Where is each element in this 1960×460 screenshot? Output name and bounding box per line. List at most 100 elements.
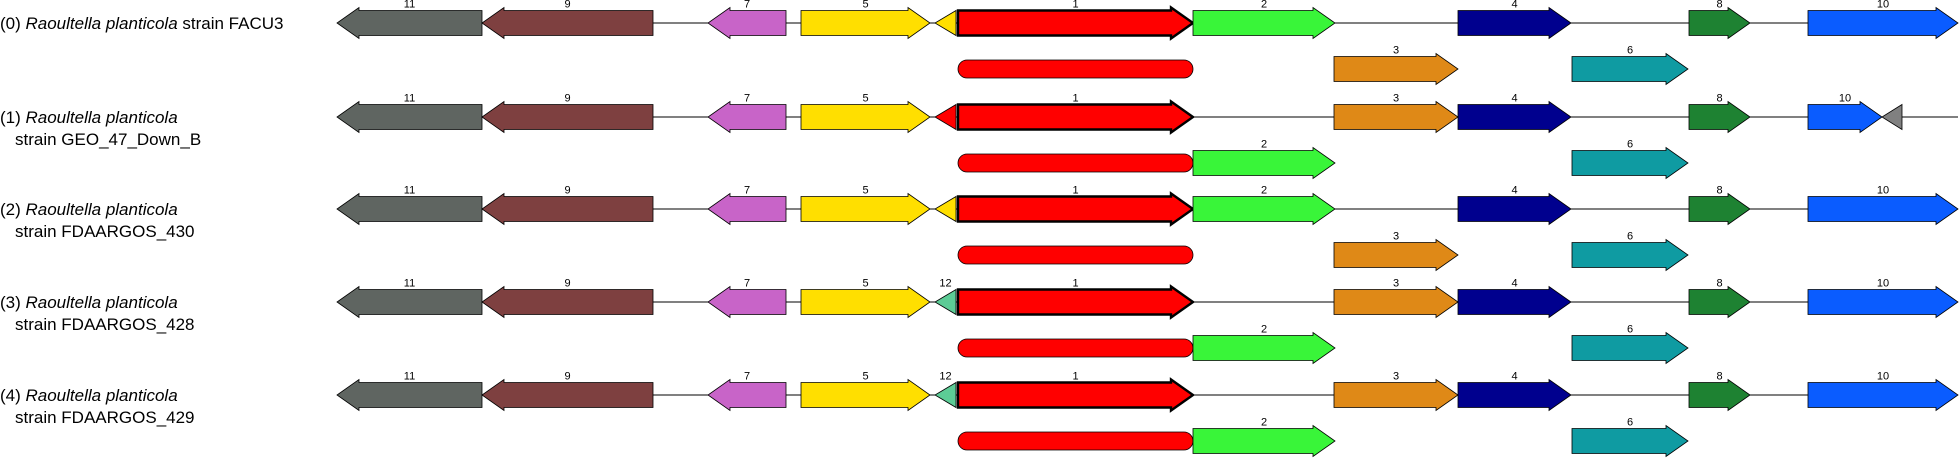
strain-name: strain GEO_47_Down_B (15, 130, 201, 149)
gene-number-label: 1 (1072, 93, 1078, 105)
gene-arrow (956, 284, 1196, 320)
gene-number-label: 4 (1511, 371, 1517, 383)
gene-arrow (956, 191, 1196, 227)
gene-number-label: 5 (862, 371, 868, 383)
gene-track: (0) Raoultella planticola strain FACU311… (0, 0, 1959, 86)
gene-arrow (1688, 6, 1751, 40)
gene-number-label: 9 (564, 371, 570, 383)
gene-arrow (1688, 192, 1751, 226)
gene-arrow (956, 377, 1196, 413)
gene-number-label: 2 (1261, 417, 1267, 429)
gene-arrow (1571, 331, 1689, 365)
track-index: (1) (0, 108, 26, 127)
gene-number-label: 12 (939, 371, 951, 383)
strain-name: strain FDAARGOS_428 (15, 315, 195, 334)
gene-arrow (481, 192, 654, 226)
gene-number-label: 8 (1716, 185, 1722, 197)
gene-arrow (956, 5, 1196, 41)
gene-number-label: 2 (1261, 139, 1267, 151)
gene-arrow (1807, 100, 1883, 134)
gene-arrow (707, 100, 787, 134)
gene-number-label: 11 (404, 185, 415, 197)
strain-name: strain FDAARGOS_429 (15, 408, 195, 427)
gene-feature-pill (957, 245, 1194, 265)
gene-arrow (1571, 238, 1689, 272)
gene-arrow (800, 6, 931, 40)
gene-number-label: 6 (1627, 324, 1633, 336)
gene-arrow (707, 6, 787, 40)
gene-arrow (934, 9, 957, 37)
gene-arrow (1457, 192, 1572, 226)
gene-arrow (1457, 285, 1572, 319)
track-label: (2) Raoultella planticola (0, 200, 178, 219)
gene-number-label: 10 (1877, 0, 1889, 11)
gene-number-label: 7 (744, 278, 750, 290)
gene-arrow (336, 192, 483, 226)
gene-number-label: 5 (862, 185, 868, 197)
gene-arrow (336, 378, 483, 412)
gene-arrow (1807, 378, 1959, 412)
track-index: (2) (0, 200, 26, 219)
strain-name: strain FACU3 (178, 14, 284, 33)
gene-number-label: 4 (1511, 0, 1517, 11)
gene-arrow (336, 285, 483, 319)
gene-number-label: 9 (564, 0, 570, 11)
gene-arrow (481, 285, 654, 319)
gene-arrow (1192, 192, 1336, 226)
gene-track: (4) Raoultella planticola strain FDAARGOS… (0, 371, 1959, 458)
gene-number-label: 6 (1627, 417, 1633, 429)
gene-number-label: 6 (1627, 139, 1633, 151)
gene-number-label: 7 (744, 185, 750, 197)
gene-arrow (1333, 238, 1459, 272)
track-label: (1) Raoultella planticola (0, 108, 178, 127)
gene-arrow (800, 192, 931, 226)
gene-number-label: 5 (862, 278, 868, 290)
track-label: (4) Raoultella planticola (0, 386, 178, 405)
gene-arrow (1457, 378, 1572, 412)
gene-number-label: 8 (1716, 371, 1722, 383)
gene-arrow (707, 192, 787, 226)
gene-arrow (1192, 424, 1336, 458)
species-name: Raoultella planticola (26, 200, 178, 219)
gene-arrow (800, 285, 931, 319)
gene-number-label: 10 (1877, 371, 1889, 383)
gene-arrow (1457, 100, 1572, 134)
species-name: Raoultella planticola (26, 108, 178, 127)
gene-arrow (1688, 100, 1751, 134)
gene-number-label: 9 (564, 185, 570, 197)
gene-number-label: 6 (1627, 231, 1633, 243)
gene-arrow (1807, 285, 1959, 319)
gene-feature-pill (957, 431, 1194, 451)
gene-number-label: 1 (1072, 371, 1078, 383)
gene-number-label: 11 (404, 93, 415, 105)
gene-feature-pill (957, 338, 1194, 358)
species-name: Raoultella planticola (26, 293, 178, 312)
gene-feature-pill (957, 153, 1194, 173)
gene-arrow (1807, 6, 1959, 40)
gene-arrow (1881, 103, 1903, 131)
gene-arrow (934, 288, 957, 316)
gene-number-label: 3 (1393, 231, 1399, 243)
gene-number-label: 8 (1716, 278, 1722, 290)
gene-arrow (1192, 146, 1336, 180)
gene-number-label: 11 (404, 371, 415, 383)
gene-arrow (481, 6, 654, 40)
gene-arrow (1688, 378, 1751, 412)
track-index: (4) (0, 386, 26, 405)
gene-arrow (1571, 146, 1689, 180)
gene-number-label: 1 (1072, 185, 1078, 197)
track-label: (0) Raoultella planticola strain FACU3 (0, 14, 283, 33)
gene-number-label: 7 (744, 371, 750, 383)
strain-name: strain FDAARGOS_430 (15, 222, 195, 241)
gene-track: (1) Raoultella planticola strain GEO_47_D… (0, 93, 1958, 180)
gene-arrow (336, 6, 483, 40)
gene-number-label: 1 (1072, 278, 1078, 290)
gene-feature-pill (957, 59, 1194, 79)
gene-number-label: 11 (404, 278, 415, 290)
gene-track: (2) Raoultella planticola strain FDAARGOS… (0, 185, 1959, 272)
gene-arrow (707, 378, 787, 412)
track-index: (3) (0, 293, 26, 312)
gene-number-label: 4 (1511, 278, 1517, 290)
gene-number-label: 5 (862, 0, 868, 11)
